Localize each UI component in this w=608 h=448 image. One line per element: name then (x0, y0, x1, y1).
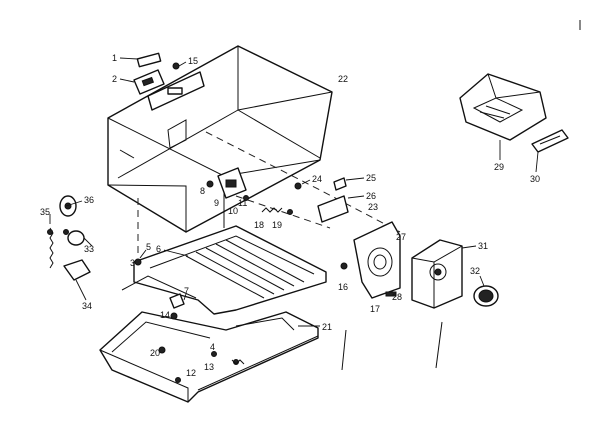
ref-line-1 (341, 329, 347, 371)
assembly-line-1 (205, 131, 401, 233)
clip-25 (333, 177, 365, 191)
callout-11: 11 (238, 198, 247, 208)
assembly-line-2 (235, 195, 331, 229)
spring-part (261, 207, 293, 215)
callout-9: 9 (214, 198, 219, 208)
callout-35: 35 (40, 207, 50, 217)
bottom-pan (99, 311, 320, 403)
callout-12: 12 (186, 368, 196, 378)
callout-3: 3 (130, 258, 135, 268)
callout-8: 8 (200, 186, 205, 196)
callout-13: 13 (204, 362, 214, 372)
ice-maker-unit (411, 239, 477, 309)
callout-23: 23 (368, 202, 378, 212)
callout-1: 1 (112, 53, 117, 63)
bracket-26 (317, 195, 365, 223)
callout-20: 20 (150, 348, 160, 358)
callout-19: 19 (272, 220, 282, 230)
callout-6: 6 (156, 244, 161, 254)
callout-4: 4 (210, 342, 215, 352)
callout-25: 25 (366, 173, 376, 183)
callout-34: 34 (82, 301, 92, 311)
ref-line-2 (435, 321, 443, 369)
callout-32: 32 (470, 266, 480, 276)
shelf-plate (121, 225, 327, 315)
callout-24: 24 (312, 174, 322, 184)
part-2-handle (119, 69, 165, 95)
callout-5: 5 (146, 242, 151, 252)
callout-30: 30 (530, 174, 540, 184)
screw-5 (134, 249, 147, 266)
callout-33: 33 (84, 244, 94, 254)
left-assembly (47, 195, 93, 301)
callout-16: 16 (338, 282, 348, 292)
callout-31: 31 (478, 241, 488, 251)
callout-14: 14 (160, 310, 170, 320)
callout-15: 15 (188, 56, 198, 66)
callout-17: 17 (370, 304, 380, 314)
callout-18: 18 (254, 220, 264, 230)
part-1-clip (119, 52, 162, 68)
callout-21: 21 (322, 322, 332, 332)
callout-29: 29 (494, 162, 504, 172)
callout-28: 28 (392, 292, 402, 302)
screw-24 (294, 179, 311, 190)
callout-26: 26 (366, 191, 376, 201)
callout-10: 10 (228, 206, 238, 216)
callout-7: 7 (184, 286, 189, 296)
callout-27: 27 (396, 232, 406, 242)
callout-22: 22 (338, 74, 348, 84)
callout-2: 2 (112, 74, 117, 84)
control-module (206, 167, 249, 201)
ice-scoop (531, 129, 569, 173)
round-knob (473, 275, 499, 307)
callout-36: 36 (84, 195, 94, 205)
motor-bracket (340, 221, 401, 299)
bracket-7 (169, 293, 187, 309)
ice-bucket (459, 73, 547, 160)
part-15-screw (172, 61, 187, 70)
